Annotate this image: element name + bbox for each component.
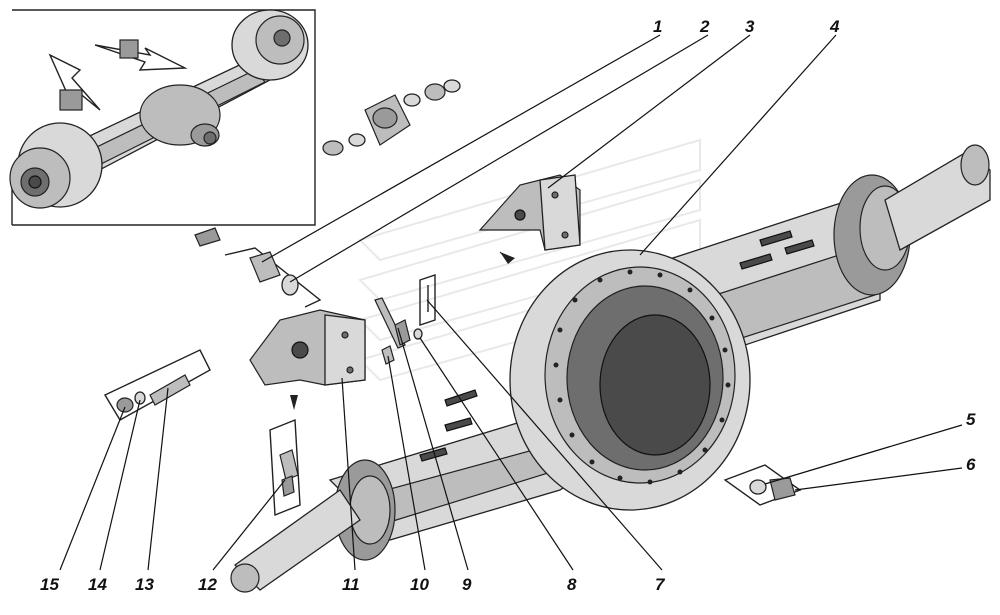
pinion-parts — [194, 79, 461, 247]
bracket-upper — [478, 174, 581, 251]
callout-9: 9 — [462, 575, 472, 594]
bracket-lower — [249, 309, 366, 386]
callout-10: 10 — [410, 575, 429, 594]
stud-nut-group — [104, 349, 211, 421]
grease-fitting-group — [269, 418, 301, 517]
callout-2: 2 — [699, 17, 710, 36]
inset-frame — [12, 9, 316, 226]
callout-14: 14 — [88, 575, 107, 594]
callout-13: 13 — [135, 575, 154, 594]
callout-1: 1 — [653, 17, 662, 36]
callout-4: 4 — [829, 17, 840, 36]
callout-7: 7 — [655, 575, 666, 594]
pins-group — [374, 274, 436, 365]
bolt-1-group — [224, 247, 322, 308]
leader-lines — [59, 34, 963, 571]
callout-15: 15 — [40, 575, 59, 594]
callout-8: 8 — [567, 575, 577, 594]
callout-12: 12 — [198, 575, 217, 594]
banjo-bolt-holes — [553, 269, 731, 485]
callout-3: 3 — [745, 17, 755, 36]
inset-arrow-right — [94, 44, 188, 71]
callout-5: 5 — [966, 410, 976, 429]
inset-assembled-axle — [9, 9, 316, 226]
callout-numbers: 1 2 3 4 5 6 7 8 9 10 11 12 13 14 15 — [40, 17, 976, 594]
callout-6: 6 — [966, 455, 976, 474]
callout-11: 11 — [342, 575, 360, 594]
axle-housing — [230, 144, 991, 593]
washer-nut-group — [723, 464, 802, 506]
